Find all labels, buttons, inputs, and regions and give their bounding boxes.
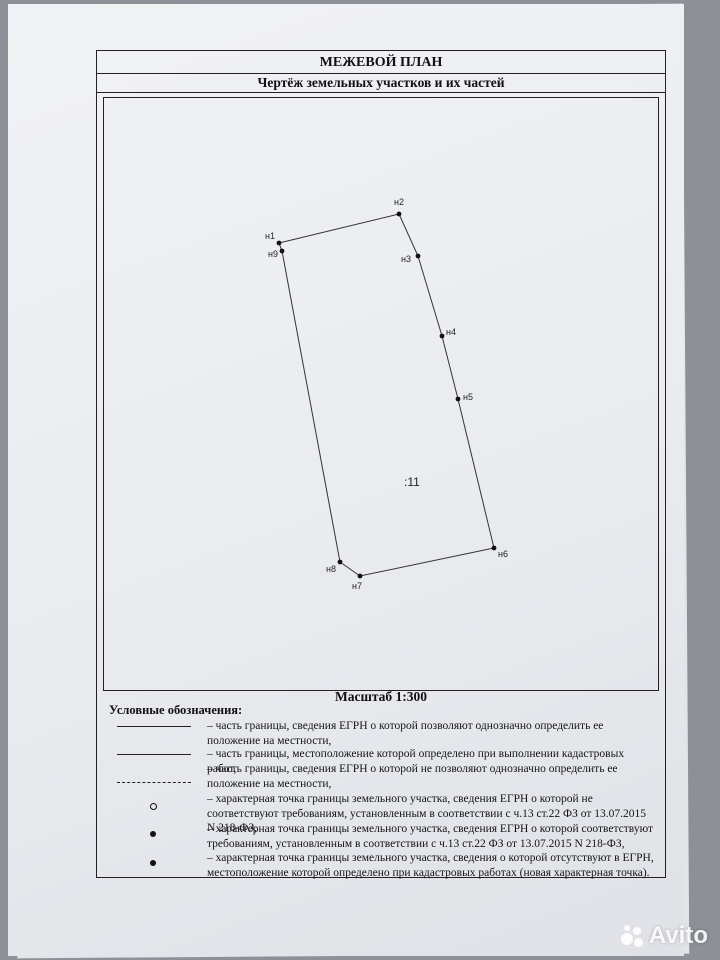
document-subtitle: Чертёж земельных участков и их частей <box>97 74 665 93</box>
document-title: МЕЖЕВОЙ ПЛАН <box>97 53 665 74</box>
drawing-area: :11 н1 н2 н3 н4 н5 н6 н7 н8 н9 <box>103 97 659 691</box>
boundary-point <box>491 545 497 551</box>
solid-line-symbol <box>117 719 191 733</box>
point-label: н5 <box>463 392 473 402</box>
legend-title: Условные обозначения: <box>109 703 243 717</box>
legend-text: – характерная точка границы земельного у… <box>207 793 646 834</box>
point-label: н1 <box>265 231 275 241</box>
watermark-text: Avito <box>648 922 708 949</box>
filled-dot-symbol <box>117 857 191 871</box>
point-label: н3 <box>401 254 411 264</box>
plan-frame: МЕЖЕВОЙ ПЛАН Чертёж земельных участков и… <box>96 50 666 879</box>
legend-text: – часть границы, сведения ЕГРН о которой… <box>207 720 604 747</box>
parcel-boundary <box>278 213 495 577</box>
boundary-point <box>455 396 461 402</box>
point-label: н4 <box>446 327 456 337</box>
filled-dot-symbol <box>117 828 191 842</box>
legend-text: – характерная точка границы земельного у… <box>207 852 654 879</box>
legend-text: – часть границы, местоположение которой … <box>207 748 625 775</box>
boundary-point <box>337 559 343 565</box>
hollow-dot-symbol <box>117 800 191 814</box>
parcel-drawing: :11 н1 н2 н3 н4 н5 н6 н7 н8 н9 <box>265 197 508 591</box>
point-label: н9 <box>268 249 278 259</box>
dashed-line-symbol <box>117 775 191 789</box>
solid-line-symbol <box>117 747 191 761</box>
point-label: н6 <box>498 549 508 559</box>
point-label: н2 <box>394 197 404 207</box>
boundary-point <box>439 333 445 339</box>
point-label: н7 <box>352 581 362 591</box>
boundary-point <box>396 211 402 217</box>
boundary-point <box>415 253 421 259</box>
point-label: н8 <box>326 564 336 574</box>
boundary-point <box>279 248 285 254</box>
legend-text: – часть границы, сведения ЕГРН о которой… <box>207 763 618 790</box>
boundary-point <box>276 240 282 246</box>
legend-text: – характерная точка границы земельного у… <box>207 823 654 850</box>
parcel-number-label: :11 <box>404 475 420 489</box>
boundary-point <box>357 573 363 579</box>
avito-watermark: Avito <box>619 922 708 950</box>
scale-label: Масштаб 1:300 <box>334 689 428 704</box>
avito-logo-icon <box>619 923 645 949</box>
boundary-points: н1 н2 н3 н4 н5 н6 н7 н8 н9 <box>265 197 508 591</box>
paper-sheet: МЕЖЕВОЙ ПЛАН Чертёж земельных участков и… <box>8 4 684 956</box>
